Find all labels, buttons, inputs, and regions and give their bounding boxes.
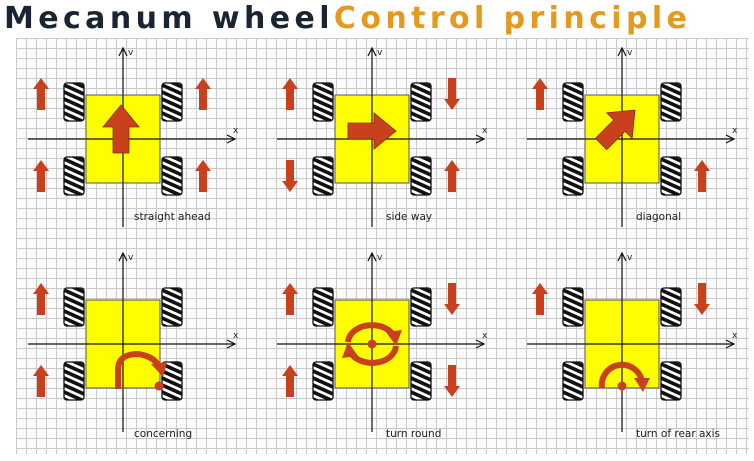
wheel-icon — [660, 287, 682, 327]
panel-label: concerning — [134, 428, 192, 440]
arrow-right-icon — [347, 112, 397, 150]
arrow-down-icon — [444, 283, 460, 315]
title-part-1: Mecanum wheel — [4, 1, 334, 36]
x-axis-label: x — [482, 126, 488, 136]
y-axis-label: v — [627, 48, 633, 58]
arrow-down-icon — [694, 283, 710, 315]
wheel-icon — [410, 287, 432, 327]
rotate-icon — [342, 322, 402, 366]
wheel-icon — [63, 156, 85, 196]
y-axis-label: v — [377, 253, 383, 263]
panel-3: v x diagonal — [527, 46, 738, 227]
panel-label: straight ahead — [134, 211, 211, 223]
x-axis-label: x — [732, 331, 738, 341]
panel-1: v x straight ahead — [28, 46, 239, 227]
x-axis-label: x — [482, 331, 488, 341]
arrow-diagonal-icon — [594, 109, 636, 151]
wheel-icon — [562, 361, 584, 401]
arrow-up-icon — [532, 78, 548, 110]
arrow-up-icon — [282, 283, 298, 315]
wheel-icon — [660, 361, 682, 401]
wheel-icon — [63, 287, 85, 327]
arrow-up-icon — [33, 160, 49, 192]
curved-arrow-icon — [115, 350, 167, 391]
panel-label: turn round — [386, 428, 441, 440]
wheel-icon — [660, 82, 682, 122]
panel-5: v x turn round — [277, 251, 488, 440]
arrow-up-icon — [282, 365, 298, 397]
wheel-icon — [161, 156, 183, 196]
y-axis-label: v — [377, 48, 383, 58]
arrow-up-icon — [532, 283, 548, 315]
title-part-2: Control principle — [333, 1, 692, 36]
wheel-icon — [410, 156, 432, 196]
panel-label: side way — [386, 211, 432, 223]
arrow-up-icon — [694, 160, 710, 192]
x-axis-label: x — [233, 126, 239, 136]
wheel-icon — [312, 82, 334, 122]
wheel-icon — [562, 156, 584, 196]
wheel-icon — [161, 287, 183, 327]
wheel-icon — [161, 82, 183, 122]
wheel-icon — [562, 82, 584, 122]
arc-arrow-icon — [598, 361, 650, 392]
arrow-down-icon — [444, 365, 460, 397]
wheel-icon — [63, 361, 85, 401]
wheel-icon — [660, 156, 682, 196]
x-axis-label: x — [233, 331, 239, 341]
panel-label: turn of rear axis — [636, 428, 720, 440]
arrow-up-icon — [33, 78, 49, 110]
wheel-icon — [161, 361, 183, 401]
panel-label: diagonal — [636, 211, 681, 223]
wheel-icon — [312, 156, 334, 196]
panel-4: v x concerning — [28, 251, 239, 440]
panel-2: v x side way — [277, 46, 488, 227]
wheel-icon — [410, 82, 432, 122]
arrow-up-icon — [33, 365, 49, 397]
y-axis-label: v — [128, 48, 134, 58]
page-title: Mecanum wheelControl principle — [0, 0, 754, 38]
arrow-up-icon — [444, 160, 460, 192]
arrow-up-icon — [102, 104, 140, 154]
arrow-up-icon — [282, 78, 298, 110]
arrow-down-icon — [282, 160, 298, 192]
wheel-icon — [63, 82, 85, 122]
arrow-up-icon — [195, 160, 211, 192]
wheel-icon — [410, 361, 432, 401]
arrow-up-icon — [195, 78, 211, 110]
wheel-icon — [562, 287, 584, 327]
x-axis-label: x — [732, 126, 738, 136]
wheel-icon — [312, 361, 334, 401]
wheel-icon — [312, 287, 334, 327]
y-axis-label: v — [128, 253, 134, 263]
y-axis-label: v — [627, 253, 633, 263]
arrow-down-icon — [444, 78, 460, 110]
panel-6: v x turn of rear axis — [527, 251, 738, 440]
arrow-up-icon — [33, 283, 49, 315]
